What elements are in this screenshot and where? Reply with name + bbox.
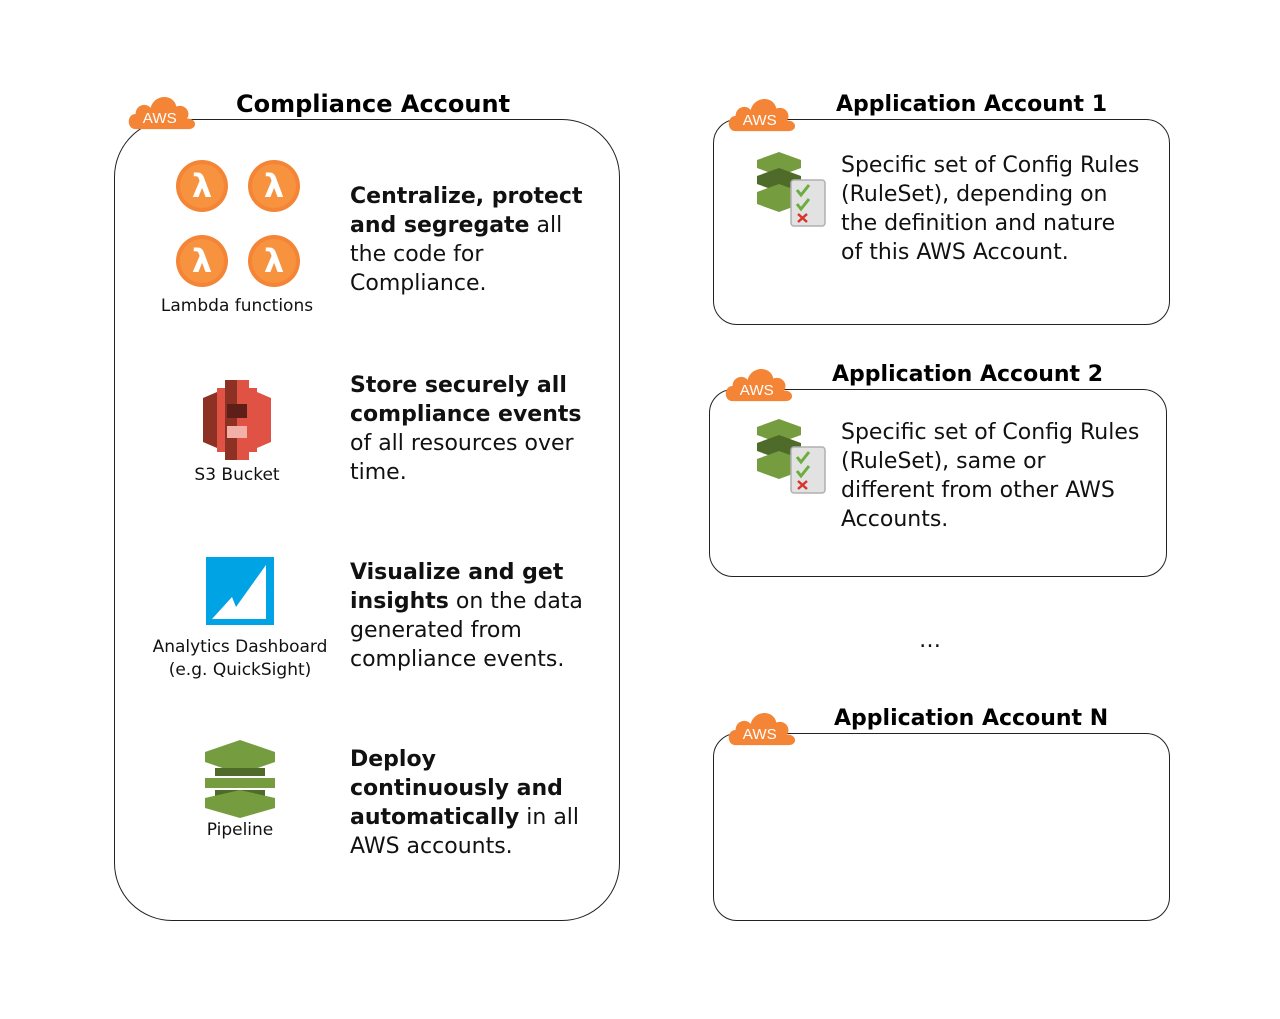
lambda-description: Centralize, protect and segregate all th… [350,184,583,296]
application-account-2-title: Application Account 2 [832,362,1104,387]
application-account-n-box [713,733,1170,921]
config-rules-icon [755,150,827,232]
svg-text:AWS: AWS [740,382,774,399]
svg-text:λ: λ [264,167,284,205]
application-account-1-box [713,119,1170,325]
svg-text:AWS: AWS [743,112,777,129]
svg-text:λ: λ [192,167,212,205]
compliance-account-title: Compliance Account [236,90,511,118]
quicksight-icon [206,557,274,629]
svg-text:λ: λ [192,242,212,280]
application-account-1-text: Specific set of Config Rules (RuleSet), … [841,153,1140,265]
quicksight-caption: Analytics Dashboard (e.g. QuickSight) [152,637,328,680]
lambda-caption: Lambda functions [160,296,314,316]
svg-text:λ: λ [264,242,284,280]
aws-cloud-icon: AWS [728,98,796,132]
aws-cloud-icon: AWS [128,96,196,130]
config-rules-icon [755,417,827,499]
quicksight-description: Visualize and get insights on the data g… [350,560,583,672]
application-account-1-title: Application Account 1 [836,92,1108,117]
pipeline-icon [205,740,275,822]
application-account-n-title: Application Account N [834,706,1109,731]
svg-text:AWS: AWS [743,726,777,743]
ellipsis: … [919,628,941,653]
s3-bucket-icon [203,380,271,464]
pipeline-description: Deploy continuously and automatically in… [350,747,580,859]
s3-caption: S3 Bucket [194,465,280,485]
aws-cloud-icon: AWS [728,712,796,746]
lambda-icon: λ λ λ λ [176,160,306,294]
application-account-2-text: Specific set of Config Rules (RuleSet), … [841,420,1140,532]
s3-description: Store securely all compliance events of … [350,373,582,485]
aws-cloud-icon: AWS [725,368,793,402]
pipeline-caption: Pipeline [206,820,274,840]
svg-text:AWS: AWS [143,110,177,127]
application-account-2-box [709,389,1167,577]
